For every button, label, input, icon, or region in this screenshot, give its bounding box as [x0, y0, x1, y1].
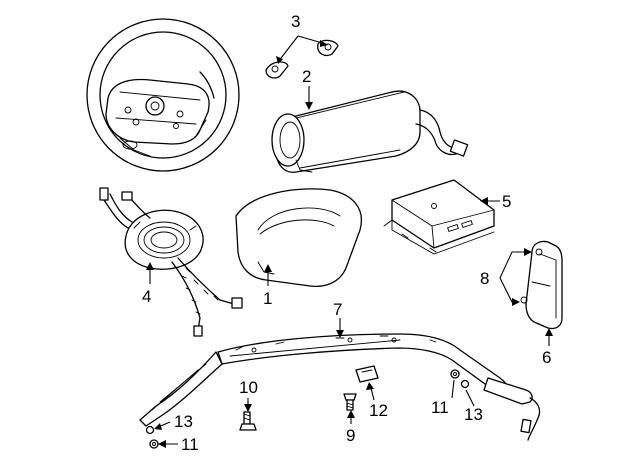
nut-part-11-right	[450, 369, 460, 379]
callout-11-right: 11	[431, 398, 449, 417]
driver-airbag	[235, 188, 362, 288]
callout-5: 5	[502, 192, 511, 211]
callout-13-right: 13	[464, 405, 483, 424]
callout-13-left: 13	[174, 412, 193, 431]
nut-part-11-left	[149, 439, 159, 449]
callout-4: 4	[142, 287, 151, 306]
callout-2: 2	[302, 67, 311, 86]
callout-9: 9	[346, 426, 355, 445]
side-impact-sensor	[520, 240, 563, 330]
bolt-part-9	[343, 393, 357, 411]
clip-part-13-left	[145, 425, 155, 435]
callout-11-left: 11	[181, 435, 199, 454]
sensor-module	[383, 179, 495, 255]
clip-part-13-right	[460, 379, 470, 389]
callout-8: 8	[480, 269, 489, 288]
steering-wheel	[86, 18, 240, 172]
callout-6: 6	[542, 348, 551, 367]
passenger-airbag-module	[271, 90, 469, 173]
callout-1: 1	[263, 289, 272, 308]
curtain-airbag	[139, 333, 541, 441]
callout-labels: 3 2 5 8 4 1 7 6 10 12 11 13 9 13 11	[142, 12, 551, 454]
leader-lines	[146, 35, 553, 448]
bolt-part-10	[239, 411, 257, 431]
bracket-part-12	[355, 365, 379, 383]
callout-12: 12	[369, 401, 388, 420]
callout-10: 10	[239, 378, 258, 397]
clockspring	[99, 187, 243, 337]
callout-3: 3	[291, 12, 300, 31]
callout-7: 7	[333, 300, 342, 319]
